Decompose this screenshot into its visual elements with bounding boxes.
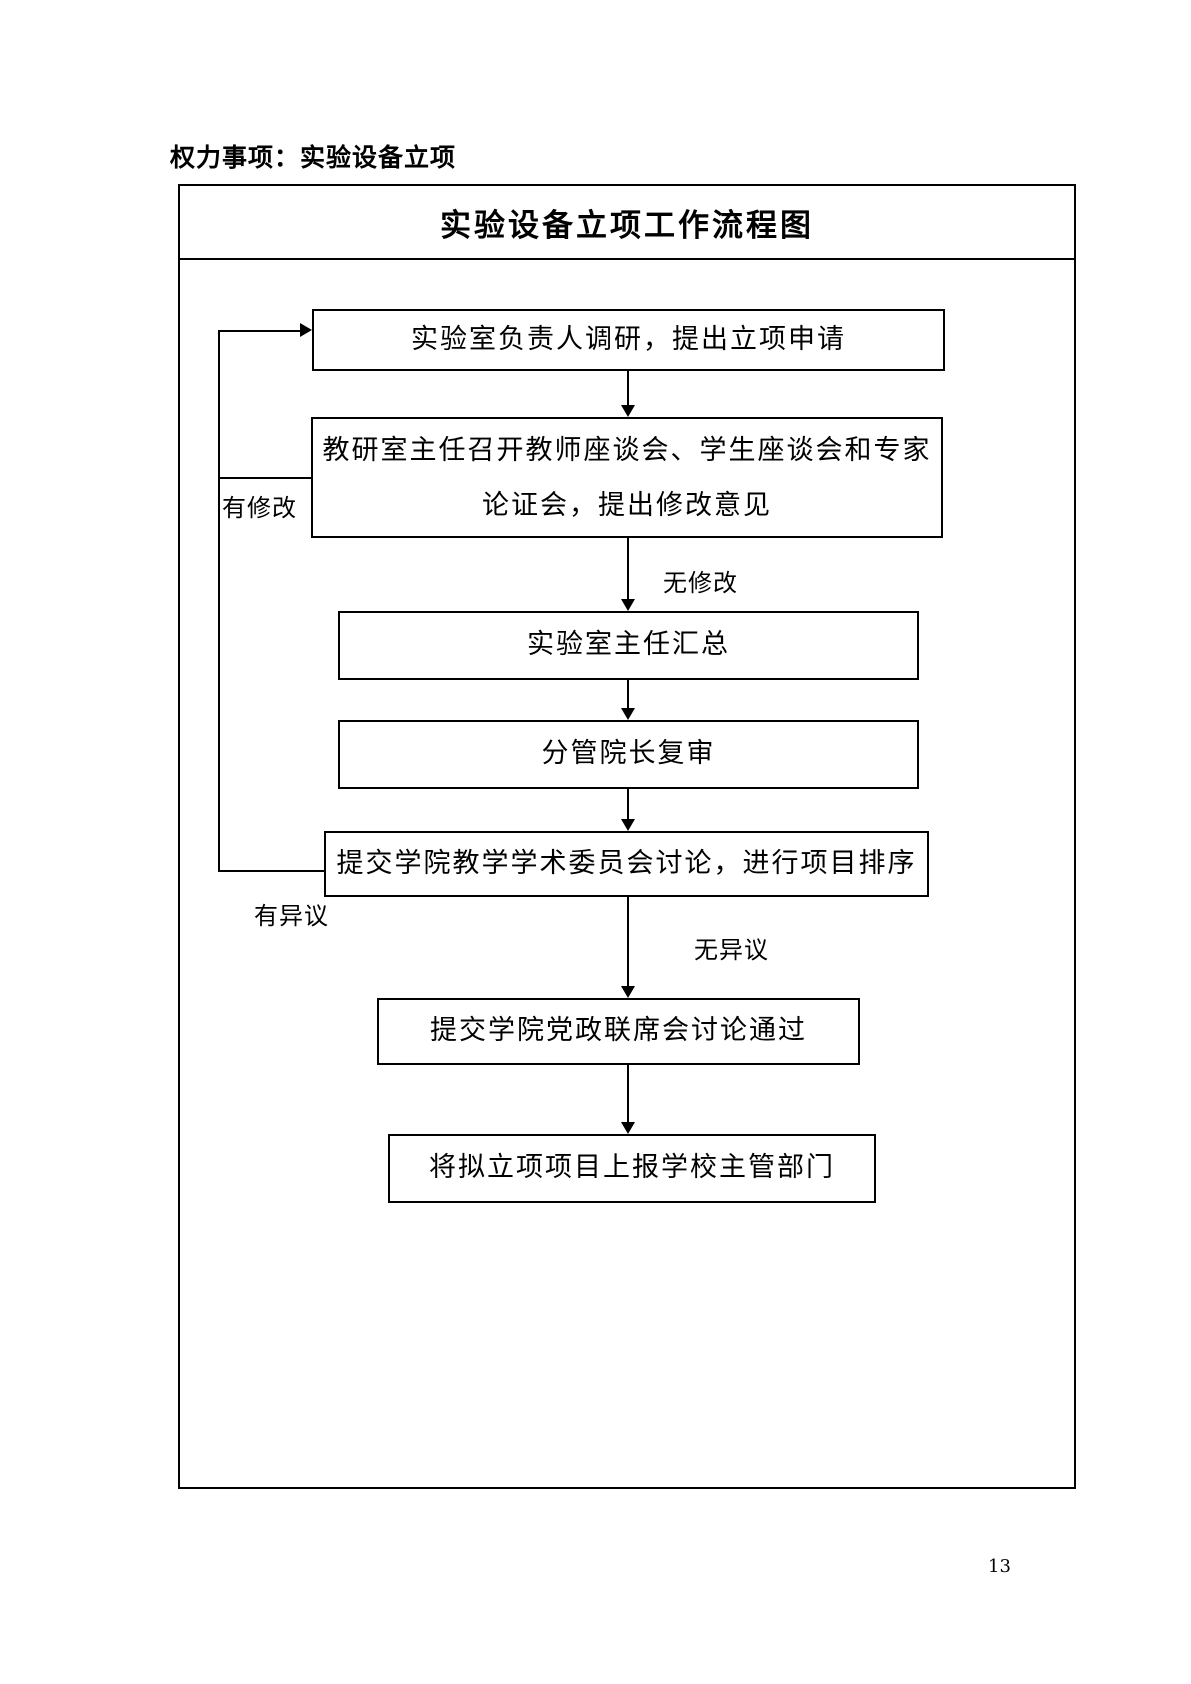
branch-label-no-modification: 无修改 [663, 569, 738, 597]
flowchart-diagram: 实验室负责人调研，提出立项申请 教研室主任召开教师座谈会、学生座谈会和专家 论证… [180, 260, 1074, 1487]
flow-step-2-line-1: 教研室主任召开教师座谈会、学生座谈会和专家 [322, 434, 932, 466]
branch-label-has-objection: 有异议 [254, 902, 329, 930]
feedback-vertical-line [218, 330, 220, 872]
feedback-branch-from-step5 [218, 870, 324, 872]
page-number: 13 [988, 1556, 1011, 1577]
branch-label-no-objection: 无异议 [694, 936, 769, 964]
flow-step-5: 提交学院教学学术委员会讨论，进行项目排序 [324, 831, 929, 897]
power-item-heading: 权力事项：实验设备立项 [170, 143, 457, 172]
flow-step-7: 将拟立项项目上报学校主管部门 [388, 1134, 876, 1203]
flowchart-title: 实验设备立项工作流程图 [180, 186, 1074, 260]
feedback-return-line [218, 330, 301, 332]
flow-step-2: 教研室主任召开教师座谈会、学生座谈会和专家 论证会，提出修改意见 [311, 417, 943, 538]
branch-label-has-modification: 有修改 [222, 494, 297, 522]
feedback-branch-from-step2 [218, 477, 311, 479]
flow-step-6: 提交学院党政联席会讨论通过 [377, 998, 860, 1065]
arrow-feedback-to-step1-icon [300, 323, 312, 337]
flowchart-frame: 实验设备立项工作流程图 实验室负责人调研，提出立项申请 教研室主任召开教师座谈会… [178, 184, 1076, 1489]
flow-step-4: 分管院长复审 [338, 720, 919, 789]
flow-step-2-line-2: 论证会，提出修改意见 [482, 489, 772, 521]
flow-step-3: 实验室主任汇总 [338, 611, 919, 680]
flow-step-1: 实验室负责人调研，提出立项申请 [312, 309, 945, 371]
